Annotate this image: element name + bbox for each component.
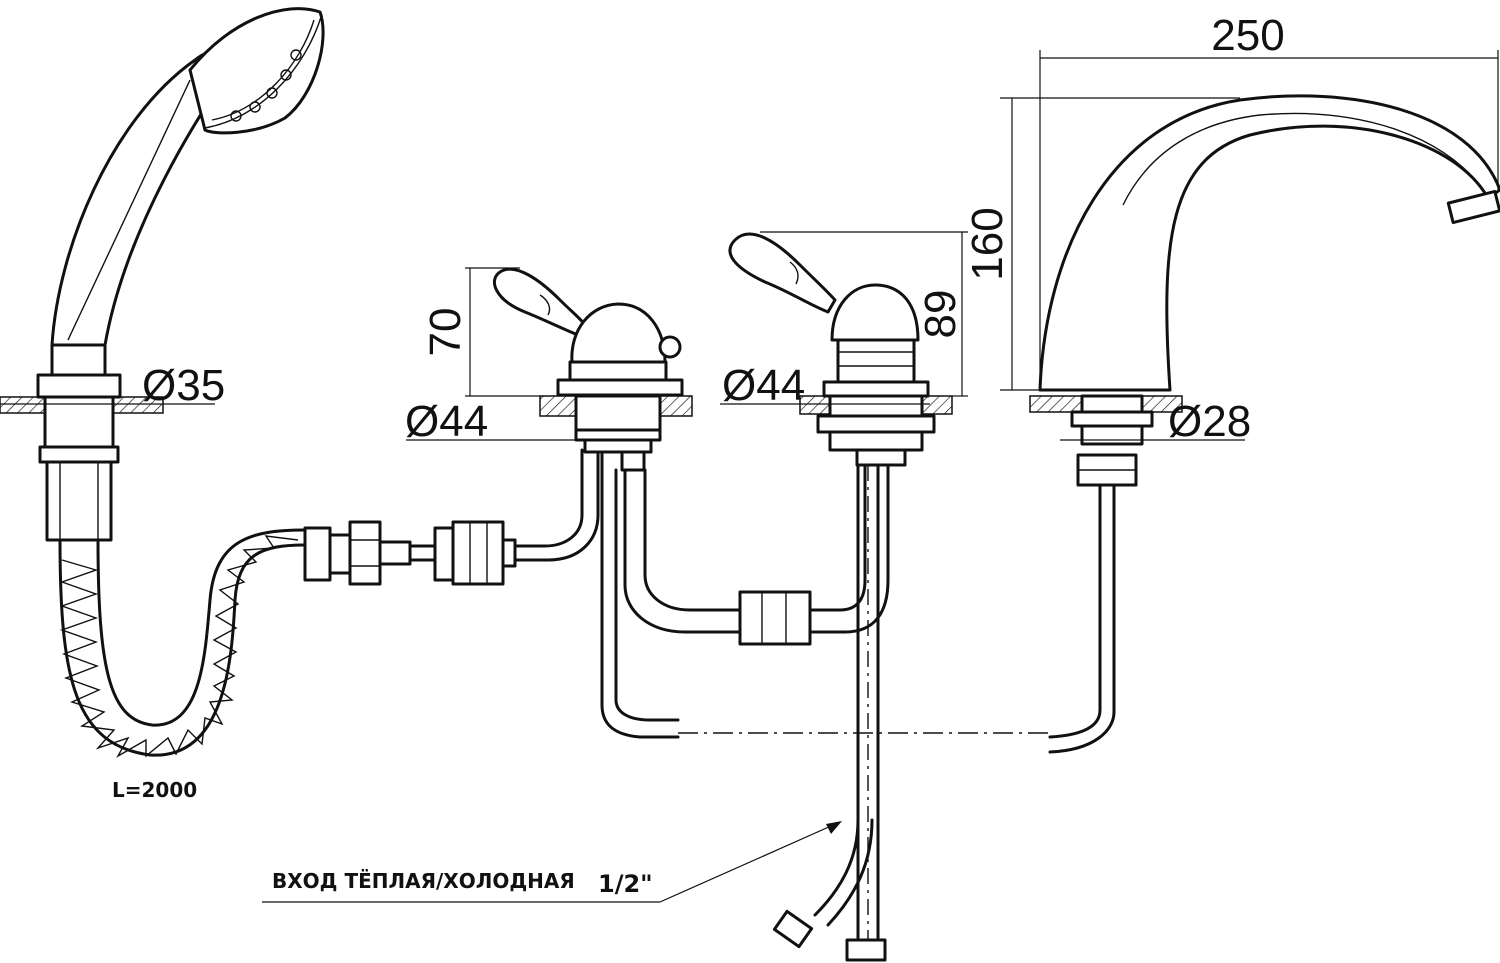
- dim-left-valve-height: 70: [421, 308, 470, 357]
- right-valve: [728, 232, 953, 962]
- spout: [1029, 94, 1500, 754]
- dimension-lines: [0, 50, 1499, 903]
- dim-right-valve-height: 89: [916, 290, 965, 339]
- hose-spiral-icon: [59, 535, 299, 758]
- dim-right-valve-hole: Ø44: [722, 361, 805, 410]
- dim-hand-shower-hole: Ø35: [142, 361, 225, 410]
- inlet-label: ВХОД ТЁПЛАЯ/ХОЛОДНАЯ: [272, 869, 575, 893]
- left-valve: [492, 267, 742, 739]
- flexible-hose: [58, 528, 307, 758]
- dim-spout-height: 160: [963, 207, 1012, 280]
- hand-shower: [0, 7, 325, 542]
- dim-left-valve-hole: Ø44: [405, 397, 488, 446]
- shower-nozzles-icon: [230, 49, 302, 122]
- hose-length-note: L=2000: [112, 778, 197, 802]
- hose-connectors: [303, 448, 600, 586]
- dim-total-width: 250: [1211, 11, 1284, 60]
- inlet-size: 1/2": [598, 870, 653, 898]
- center-connector: [738, 463, 890, 646]
- dim-spout-hole: Ø28: [1168, 397, 1251, 446]
